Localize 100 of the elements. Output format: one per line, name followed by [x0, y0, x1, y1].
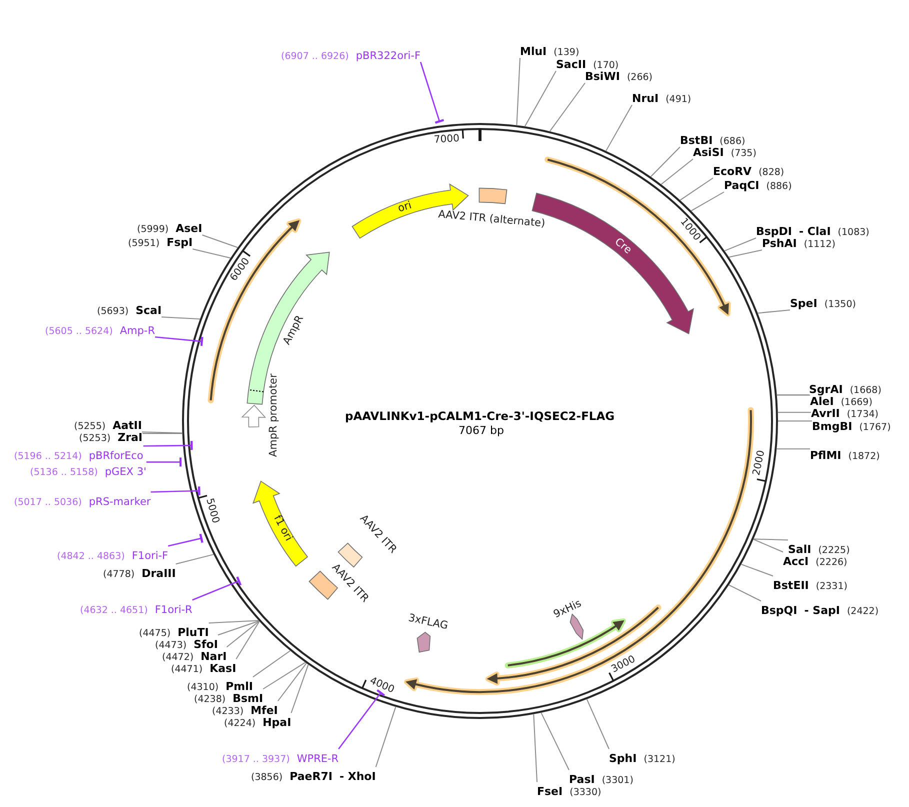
- enzyme-name: MfeI: [250, 704, 278, 717]
- primer-name: WPRE-R: [296, 753, 339, 765]
- enzyme-name: PflMI: [810, 449, 842, 462]
- primer-name: F1ori-F: [132, 550, 168, 562]
- leader-line: [236, 620, 260, 660]
- cut-site-position: (5255): [74, 421, 106, 432]
- enzyme-name: EcoRV: [713, 165, 752, 178]
- leader-line: [724, 238, 756, 252]
- cut-site-position: (686): [720, 136, 746, 147]
- cut-site-position: (4238): [194, 694, 226, 705]
- enzyme-name: BsmI: [232, 692, 264, 705]
- cut-site-position: (4224): [224, 718, 256, 729]
- cut-site-position: (5693): [97, 306, 129, 317]
- enzyme-name: PasI: [569, 773, 595, 786]
- plasmid-name: pAAVLINKv1-pCALM1-Cre-3'-IQSEC2-FLAG: [345, 411, 615, 422]
- enzyme-name: - SapI: [804, 604, 840, 617]
- leader-line: [753, 538, 788, 540]
- leader-line: [777, 412, 812, 413]
- leader-line: [757, 310, 790, 314]
- leader-line: [690, 192, 724, 212]
- feature-label: AAV2 ITR (alternate): [438, 208, 546, 229]
- cut-site-position: (886): [766, 181, 792, 192]
- primer-range: (5196 .. 5214): [14, 451, 82, 462]
- leader-line: [586, 698, 610, 750]
- leader-line: [290, 664, 309, 714]
- enzyme-name: SalI: [788, 543, 812, 556]
- leader-line: [168, 534, 204, 547]
- enzyme-name: DraIII: [142, 567, 176, 580]
- enzyme-name: BspQI: [761, 604, 798, 617]
- leader-line: [516, 58, 520, 126]
- leader-line: [375, 706, 396, 768]
- enzyme-name: AccI: [783, 555, 809, 568]
- enzyme-name: - ClaI: [799, 225, 831, 238]
- leader-line: [778, 420, 812, 422]
- leader-line: [175, 554, 214, 564]
- enzyme-name: KasI: [210, 662, 236, 675]
- enzyme-name: PaqCI: [724, 179, 760, 192]
- enzyme-name: PmlI: [226, 680, 253, 693]
- cut-site-position: (1668): [850, 385, 882, 396]
- cut-site-position: (4472): [162, 652, 194, 663]
- cut-site-position: (3856): [251, 772, 283, 783]
- leader-line: [192, 248, 231, 259]
- leader-line: [217, 620, 260, 636]
- enzyme-name: SphI: [609, 752, 637, 765]
- leader-line: [192, 576, 242, 601]
- primer-name: F1ori-R: [154, 604, 192, 616]
- cut-site-position: (2331): [816, 581, 848, 592]
- enzyme-name: - XhoI: [339, 770, 376, 783]
- primer-range: (5605 .. 5624): [45, 326, 113, 337]
- leader-line: [753, 538, 784, 552]
- primer-range: (4842 .. 4863): [57, 551, 125, 562]
- scale-label: 2000: [752, 450, 768, 477]
- leader-line: [776, 448, 810, 450]
- enzyme-name: AseI: [176, 222, 202, 235]
- leader-line: [606, 104, 632, 152]
- enzyme-name: FseI: [537, 785, 563, 798]
- feature-label: AmpR promoter: [268, 373, 278, 456]
- scale-label: 5000: [204, 498, 220, 525]
- cut-site-position: (266): [626, 72, 652, 83]
- cut-site-position: (4471): [171, 664, 203, 675]
- cut-site-position: (2225): [818, 545, 850, 556]
- enzyme-name: NarI: [200, 650, 227, 663]
- enzyme-name: AleI: [810, 395, 834, 408]
- leader-line: [146, 458, 182, 467]
- enzyme-name: SgrAI: [809, 383, 843, 396]
- scale-label: 7000: [434, 134, 460, 146]
- leader-line: [141, 432, 183, 434]
- enzyme-name: ZraI: [118, 431, 143, 444]
- enzyme-name: BstBI: [680, 134, 713, 147]
- primer-range: (5017 .. 5036): [14, 497, 82, 508]
- enzyme-name: PshAI: [762, 237, 797, 250]
- enzyme-name: BstEII: [773, 579, 809, 592]
- cut-site-position: (1350): [824, 299, 856, 310]
- leader-line: [728, 584, 762, 602]
- enzyme-name: AsiSI: [693, 146, 724, 159]
- cut-site-position: (735): [730, 148, 756, 159]
- cut-site-position: (1112): [804, 239, 836, 250]
- primer-name: pBRforEco: [88, 450, 144, 462]
- leader-line: [549, 82, 586, 132]
- leader-line: [161, 316, 200, 320]
- feature-label: 9xHis: [552, 598, 584, 621]
- cut-site-position: (4473): [155, 640, 187, 651]
- cut-site-position: (4310): [187, 682, 219, 693]
- leader-line: [142, 433, 183, 434]
- leader-line: [533, 714, 538, 782]
- feature-label: f1 ori: [271, 513, 294, 542]
- leader-line: [143, 440, 193, 450]
- primer-name: Amp-R: [120, 325, 156, 337]
- cut-site-position: (1669): [840, 397, 872, 408]
- enzyme-name: HpaI: [262, 716, 292, 729]
- cut-site-position: (1767): [859, 422, 891, 433]
- primer-range: (3917 .. 3937): [222, 754, 290, 765]
- enzyme-name: NruI: [632, 92, 659, 105]
- leader-line: [150, 486, 200, 496]
- leader-line: [660, 158, 694, 185]
- cut-site-position: (4778): [103, 569, 135, 580]
- leader-line: [680, 178, 714, 201]
- cut-site-position: (2226): [816, 557, 848, 568]
- scale-label: 4000: [368, 676, 395, 696]
- enzyme-name: AvrII: [811, 407, 840, 420]
